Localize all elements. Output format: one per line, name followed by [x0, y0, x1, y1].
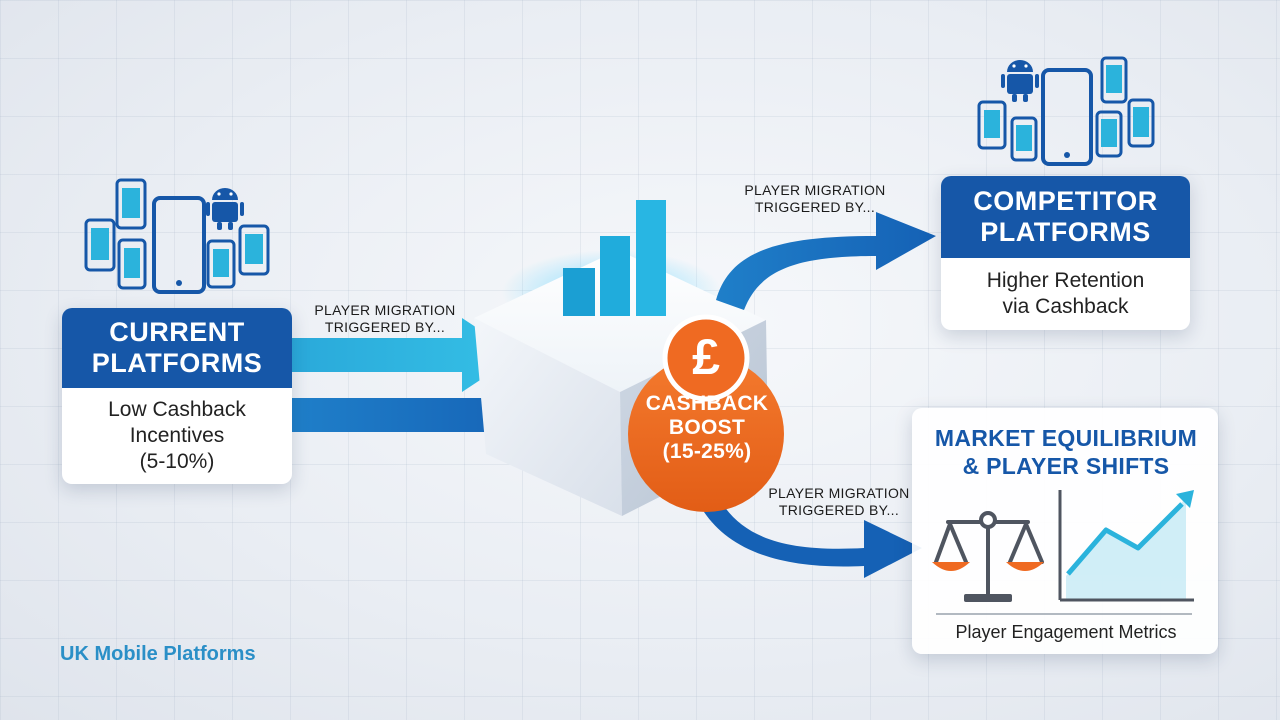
- competitor-platforms-desc: Higher Retention via Cashback: [941, 258, 1190, 330]
- phone-icon: [238, 224, 270, 276]
- competitor-platforms-card: COMPETITOR PLATFORMS Higher Retention vi…: [941, 176, 1190, 330]
- tablet-icon: [1041, 68, 1093, 166]
- bar-chart-icon: [563, 200, 666, 316]
- mig-line: PLAYER MIGRATION: [768, 485, 910, 501]
- title-line: & PLAYER SHIFTS: [962, 453, 1170, 479]
- migration-arrow-down: [704, 500, 922, 578]
- footer-label: UK Mobile Platforms: [60, 643, 256, 665]
- market-equilibrium-title: MARKET EQUILIBRIUM & PLAYER SHIFTS: [916, 424, 1216, 480]
- migration-arrow-2: [292, 378, 548, 452]
- boost-line: BOOST: [668, 416, 746, 439]
- device-cluster-right: [977, 56, 1155, 166]
- engagement-metrics-caption: Player Engagement Metrics: [955, 622, 1177, 642]
- phone-icon: [1010, 116, 1038, 162]
- title-line: MARKET EQUILIBRIUM: [934, 425, 1198, 451]
- device-cluster-left: [84, 178, 270, 294]
- phone-icon: [206, 239, 236, 289]
- migration-arrow-up: [716, 212, 936, 310]
- desc-line: Higher Retention: [986, 269, 1145, 292]
- mig-line: PLAYER MIGRATION: [744, 182, 886, 198]
- current-platforms-desc: Low Cashback Incentives (5-10%): [62, 388, 292, 484]
- mig-line: TRIGGERED BY...: [778, 502, 900, 518]
- current-platforms-title: CURRENT PLATFORMS: [62, 308, 292, 388]
- phone-icon: [115, 178, 147, 230]
- desc-line: Low Cashback: [108, 398, 246, 421]
- desc-line: Incentives: [129, 424, 225, 447]
- cashback-boost-label: CASHBACK BOOST (15-25%): [632, 392, 782, 464]
- mig-line: TRIGGERED BY...: [324, 319, 446, 335]
- phone-icon: [1095, 110, 1123, 158]
- boost-line: (15-25%): [662, 440, 752, 463]
- title-line: COMPETITOR: [973, 186, 1158, 216]
- title-line: PLATFORMS: [91, 348, 263, 378]
- migration-label-left: PLAYER MIGRATION TRIGGERED BY...: [300, 302, 470, 336]
- competitor-platforms-title: COMPETITOR PLATFORMS: [941, 176, 1190, 258]
- pound-icon: [662, 314, 750, 402]
- migration-arrow-1: [292, 318, 518, 392]
- phone-icon: [1127, 98, 1155, 148]
- desc-line: via Cashback: [1002, 295, 1129, 318]
- title-line: CURRENT: [109, 317, 245, 347]
- mig-line: PLAYER MIGRATION: [314, 302, 456, 318]
- boost-line: CASHBACK: [645, 392, 769, 415]
- current-platforms-card: CURRENT PLATFORMS Low Cashback Incentive…: [62, 308, 292, 484]
- migration-label-top: PLAYER MIGRATION TRIGGERED BY...: [730, 182, 900, 216]
- phone-icon: [977, 100, 1007, 150]
- migration-label-bottom: PLAYER MIGRATION TRIGGERED BY...: [754, 485, 924, 519]
- title-line: PLATFORMS: [980, 217, 1151, 247]
- desc-line: (5-10%): [139, 450, 215, 473]
- android-icon: [1001, 60, 1039, 102]
- mig-line: TRIGGERED BY...: [754, 199, 876, 215]
- phone-icon: [1100, 56, 1128, 104]
- phone-icon: [117, 238, 147, 290]
- phone-icon: [84, 218, 116, 272]
- pound-symbol: £: [692, 329, 720, 385]
- android-icon: [206, 188, 244, 230]
- cashback-boost-circle: [628, 356, 784, 512]
- tablet-icon: [152, 196, 206, 294]
